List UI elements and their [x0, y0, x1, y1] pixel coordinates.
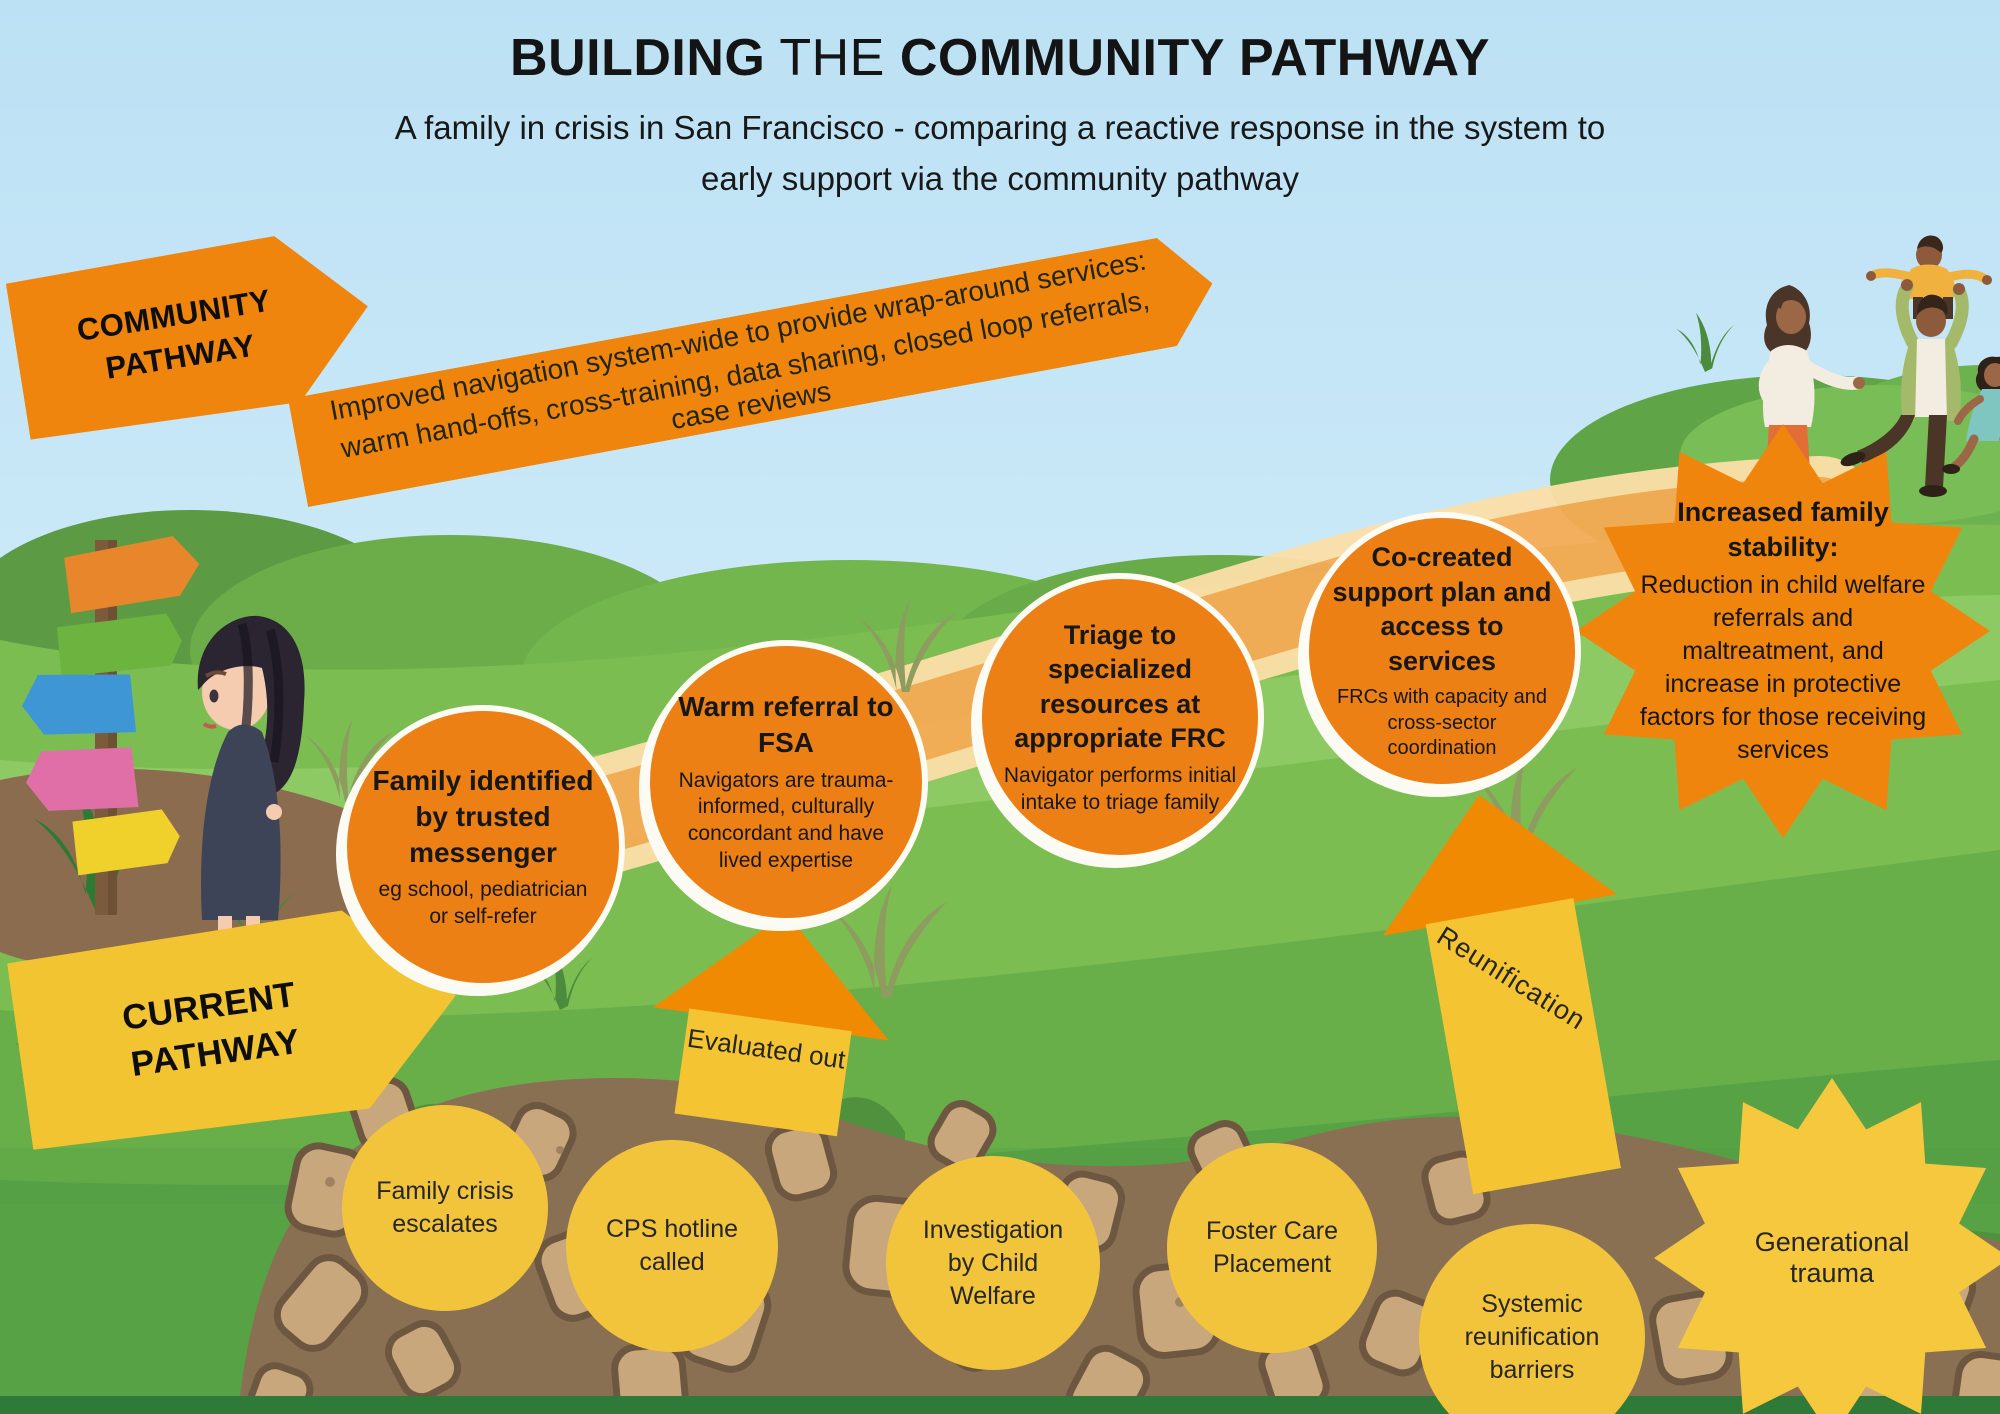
- community-step-2-title: Warm referral to FSA: [678, 690, 894, 758]
- current-step-2-label: CPS hotline called: [605, 1215, 739, 1276]
- current-step-3-label: Investigation by Child Welfare: [922, 1215, 1064, 1310]
- community-outcome-text: Increased family stability: Reduction in…: [1633, 495, 1933, 767]
- signpost-illustration: [22, 536, 200, 915]
- woman-illustration: [197, 615, 305, 967]
- current-pathway-sign-label: CURRENT PATHWAY: [119, 974, 303, 1085]
- community-step-1-detail: eg school, pediatrician or self-refer: [378, 878, 588, 929]
- community-step-3-detail: Navigator performs initial intake to tri…: [1003, 763, 1237, 814]
- current-step-5: Systemic reunification barriers: [1419, 1224, 1645, 1414]
- title-part-community-pathway: COMMUNITY PATHWAY: [899, 29, 1490, 87]
- community-step-3-title: Triage to specialized resources at appro…: [1014, 619, 1226, 754]
- bottom-grass-strip: [0, 1396, 2000, 1414]
- title-block: BUILDING THE COMMUNITY PATHWAY A family …: [0, 28, 2000, 204]
- community-step-4: Co-created support plan and access to se…: [1303, 512, 1581, 790]
- community-step-1: Family identified by trusted messenger e…: [341, 705, 625, 989]
- community-step-2: Warm referral to FSA Navigators are trau…: [644, 640, 928, 924]
- evaluated-out-arrow: Evaluated out: [638, 897, 905, 1150]
- community-outcome-detail: Reduction in child welfare referrals and…: [1639, 571, 1927, 765]
- title-part-the: THE: [765, 29, 900, 87]
- community-step-4-detail: FRCs with capacity and cross-sector coor…: [1336, 686, 1548, 760]
- current-step-4: Foster Care Placement: [1167, 1143, 1377, 1353]
- community-step-3: Triage to specialized resources at appro…: [976, 573, 1264, 861]
- subtitle: A family in crisis in San Francisco - co…: [394, 109, 1606, 198]
- community-step-2-detail: Navigators are trauma-informed, cultural…: [678, 768, 894, 873]
- current-outcome-label: Generational trauma: [1754, 1227, 1910, 1288]
- current-step-1-label: Family crisis escalates: [376, 1177, 514, 1238]
- current-step-2: CPS hotline called: [566, 1140, 778, 1352]
- current-step-1: Family crisis escalates: [342, 1105, 548, 1311]
- title-part-building: BUILDING: [510, 29, 766, 87]
- page-title: BUILDING THE COMMUNITY PATHWAY: [0, 28, 2000, 88]
- community-outcome-title: Increased family stability:: [1677, 496, 1889, 562]
- current-step-5-label: Systemic reunification barriers: [1464, 1289, 1600, 1384]
- community-pathway-sign-label: COMMUNITY PATHWAY: [74, 282, 274, 386]
- community-step-4-title: Co-created support plan and access to se…: [1332, 542, 1552, 676]
- current-step-4-label: Foster Care Placement: [1206, 1217, 1338, 1278]
- community-step-1-title: Family identified by trusted messenger: [372, 764, 594, 868]
- current-step-3: Investigation by Child Welfare: [886, 1156, 1100, 1370]
